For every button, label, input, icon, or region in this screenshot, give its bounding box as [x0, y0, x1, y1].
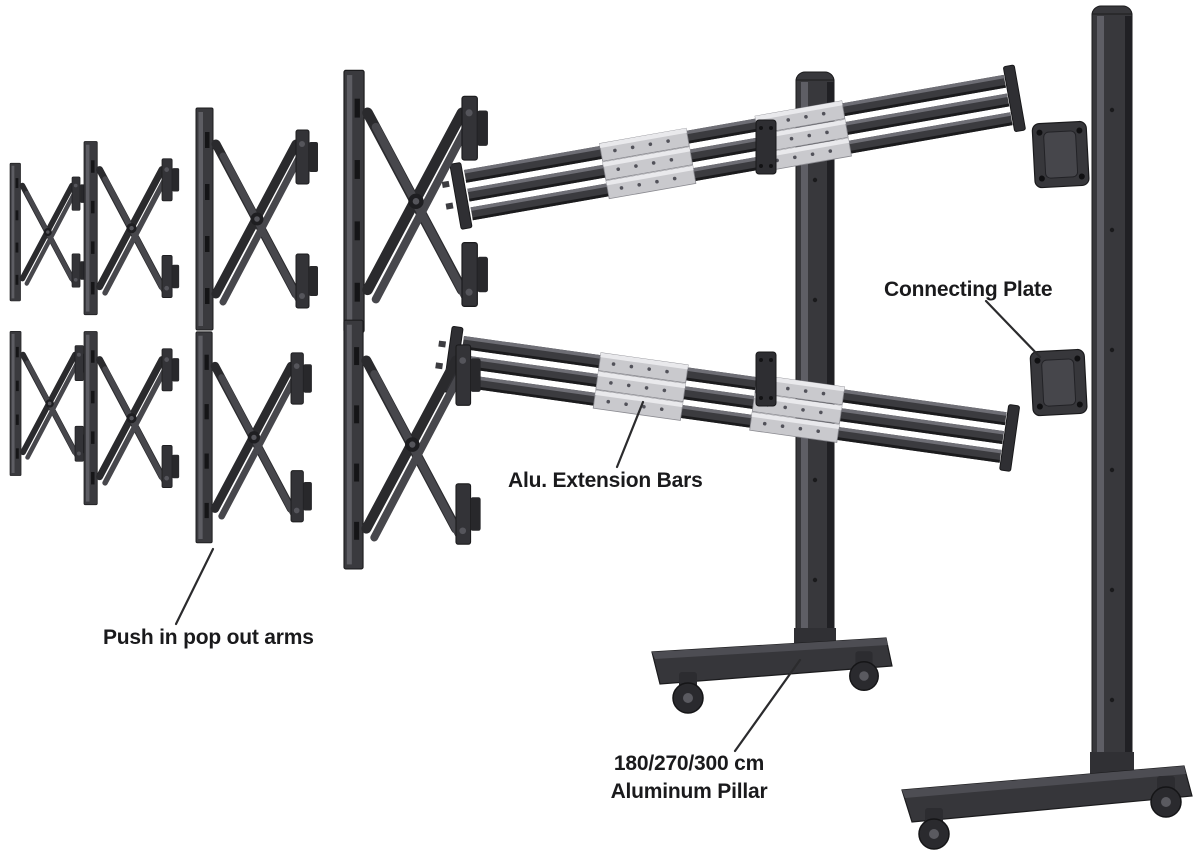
- label-push-arms: Push in pop out arms: [103, 626, 314, 649]
- pillar-front-base-group: [651, 628, 893, 714]
- bracket-grid: [10, 70, 488, 569]
- label-extension-bars: Alu. Extension Bars: [508, 469, 703, 492]
- scissor-bracket: [10, 163, 86, 301]
- label-pillar-name: Aluminum Pillar: [611, 780, 768, 803]
- extension-bars-top: [439, 65, 1026, 231]
- leader-extension-bars: [615, 400, 645, 469]
- extension-bars-bottom: [432, 325, 1020, 472]
- scissor-bracket: [196, 332, 312, 543]
- scissor-bracket: [10, 331, 89, 475]
- connecting-plate-top: [1031, 120, 1090, 189]
- label-connecting-plate: Connecting Plate: [884, 278, 1052, 301]
- leader-connecting-plate: [984, 299, 1042, 359]
- connecting-plate-bottom: [1029, 348, 1088, 417]
- leader-push-arms: [174, 547, 215, 626]
- scissor-bracket: [196, 108, 318, 330]
- pillar-adapter-plate-bottom: [755, 351, 777, 407]
- pillar-adapter-plate-top: [755, 119, 777, 175]
- label-pillar-size: 180/270/300 cm: [614, 752, 764, 775]
- scissor-bracket: [84, 332, 179, 505]
- pillar-rear: [901, 5, 1193, 850]
- leader-pillar: [733, 658, 802, 753]
- scissor-bracket: [344, 320, 481, 569]
- scissor-bracket: [84, 142, 179, 315]
- pillar-front: [795, 71, 835, 653]
